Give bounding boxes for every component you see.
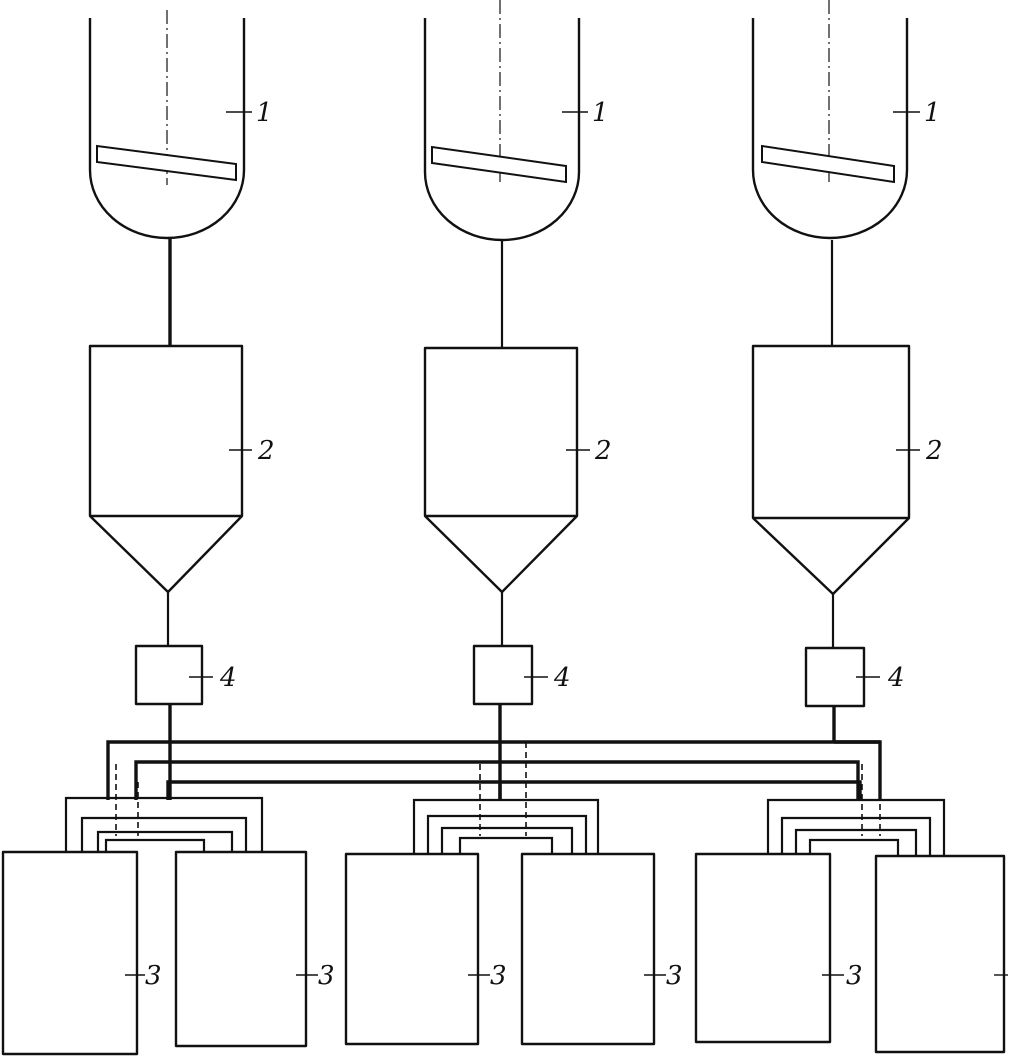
line-b: 1 2 4 3 3 — [344, 0, 683, 1046]
branch-manifold — [766, 764, 946, 856]
distributor-label: 4 — [553, 663, 571, 693]
line-c: 1 2 4 3 — [694, 0, 1008, 1054]
distributor-unit: 4 — [472, 644, 571, 706]
distributor-label: 4 — [887, 663, 905, 693]
settler-label: 2 — [594, 436, 612, 466]
receiver-tank: 3 — [520, 852, 683, 1046]
distributor-label: 4 — [219, 663, 237, 693]
settler-label: 2 — [257, 436, 275, 466]
stirrer-blade — [761, 144, 895, 184]
receiver-tank: 3 — [694, 852, 863, 1044]
receiver-label: 3 — [145, 961, 162, 991]
settler-vessel: 2 — [88, 344, 275, 594]
stirrer-blade — [96, 144, 237, 182]
stirrer-blade — [431, 145, 567, 184]
settler-vessel: 2 — [751, 344, 943, 596]
reactor-vessel: 1 — [88, 10, 273, 240]
distributor-unit: 4 — [134, 644, 237, 706]
distributor-unit: 4 — [804, 646, 905, 708]
reactor-label: 1 — [924, 98, 941, 128]
receiver-tank — [874, 854, 1008, 1054]
receiver-label: 3 — [846, 961, 863, 991]
receiver-label: 3 — [666, 961, 683, 991]
reactor-label: 1 — [256, 98, 273, 128]
receiver-tank: 3 — [1, 850, 162, 1056]
reactor-vessel: 1 — [751, 0, 941, 240]
branch-manifold — [64, 764, 264, 852]
receiver-tank: 3 — [174, 850, 335, 1048]
line-a: 1 2 4 3 3 — [1, 10, 335, 1056]
settler-vessel: 2 — [423, 346, 612, 594]
distribution-headers — [106, 740, 882, 800]
reactor-label: 1 — [592, 98, 609, 128]
receiver-label: 3 — [318, 961, 335, 991]
branch-manifold — [412, 742, 600, 854]
reactor-vessel: 1 — [423, 0, 609, 242]
receiver-label: 3 — [490, 961, 507, 991]
receiver-tank: 3 — [344, 852, 507, 1046]
settler-label: 2 — [925, 436, 943, 466]
